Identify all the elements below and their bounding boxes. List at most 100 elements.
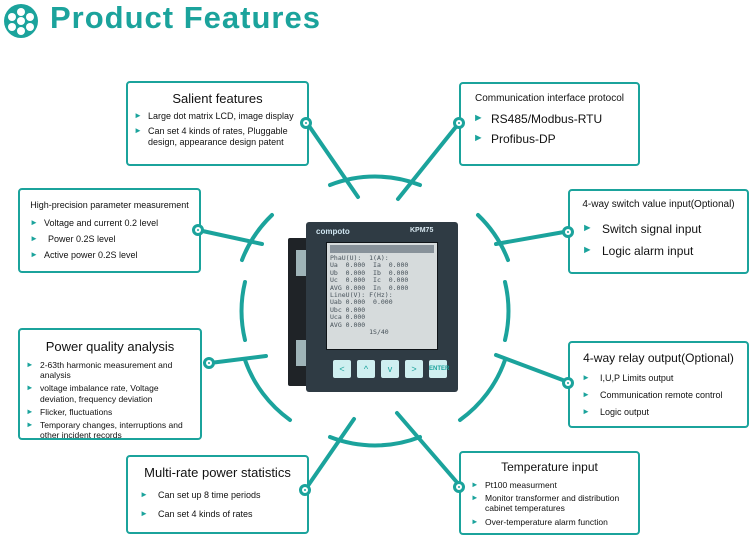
arrow-right-icon: ► (26, 419, 34, 429)
arrow-right-icon: ► (582, 389, 591, 399)
connector-precision (196, 228, 264, 246)
list-item: ►Communication remote control (582, 389, 723, 400)
connector-dot (562, 377, 574, 389)
box-title: High-precision parameter measurement (30, 200, 189, 210)
list-item: ►Over-temperature alarm function (471, 516, 608, 527)
connector-temp (395, 411, 463, 489)
right-key[interactable]: > (405, 360, 423, 378)
list-item: ►Pt100 measurment (471, 480, 557, 490)
connector-salient (305, 121, 360, 199)
lcd-screen: PhaU(U): 1(A): Ua 0.000 Ia 0.000 Ub 0.00… (326, 242, 438, 350)
list-item: ►Voltage and current 0.2 level (30, 218, 159, 228)
arrow-right-icon: ► (30, 218, 39, 227)
arrow-right-icon: ► (471, 480, 479, 489)
arc-right (503, 280, 511, 342)
list-item: ►Can set 4 kinds of rates, Pluggable des… (134, 125, 288, 147)
device-brand: compoto (316, 227, 350, 236)
connector-quality (208, 354, 268, 365)
list-item: ►Can set 4 kinds of rates (140, 508, 253, 519)
connector-dot (203, 357, 215, 369)
up-key[interactable]: ^ (357, 360, 375, 378)
lcd-line: Ub 0.000 Ib 0.000 (330, 268, 409, 277)
enter-key[interactable]: ENTER (429, 360, 449, 378)
connector-dot (300, 117, 312, 129)
list-item: ►Flicker, fluctuations (26, 406, 113, 417)
arc-bottom-left (243, 358, 292, 422)
connector-relay (494, 353, 570, 384)
box-title: Communication interface protocol (475, 93, 624, 104)
arrow-right-icon: ► (26, 360, 34, 369)
box-title: 4-way relay output(Optional) (583, 351, 734, 365)
lcd-line: 1S/40 (330, 328, 389, 337)
list-item: ►Logic alarm input (582, 244, 694, 259)
lcd-line: Uca 0.000 (330, 313, 366, 322)
device-model: KPM75 (410, 227, 434, 234)
arrow-right-icon: ► (582, 222, 593, 234)
box-high-precision: High-precision parameter measurement ►Vo… (18, 188, 201, 273)
box-title: 4-way switch value input(Optional) (582, 199, 735, 210)
list-item: ►Monitor transformer and distribution ca… (471, 493, 620, 514)
list-item: ►Switch signal input (582, 222, 702, 236)
lcd-header-bar (330, 245, 434, 253)
connector-dot (192, 224, 204, 236)
list-item: ►Profibus-DP (473, 132, 556, 147)
arrow-right-icon: ► (30, 249, 39, 259)
box-power-quality: Power quality analysis ►2-63th harmonic … (18, 328, 202, 440)
connector-dot (453, 481, 465, 493)
arrow-right-icon: ► (26, 383, 34, 393)
list-item: ►Power 0.2S level (30, 233, 116, 244)
list-item: ►Temporary changes, interruptions and ot… (26, 419, 183, 441)
connector-comm (396, 121, 461, 201)
list-item: ►Can set up 8 time periods (140, 490, 261, 500)
arrow-right-icon: ► (140, 490, 149, 499)
box-relay-output: 4-way relay output(Optional) ►I,U,P Limi… (568, 341, 749, 428)
device-image: compoto KPM75 PhaU(U): 1(A): Ua 0.000 Ia… (288, 220, 460, 395)
arrow-right-icon: ► (134, 125, 143, 135)
lcd-line: AVG 0.000 (330, 320, 366, 329)
list-item: ►Logic output (582, 406, 650, 417)
arrow-right-icon: ► (473, 132, 484, 145)
device-keypad: < ^ v > ENTER (333, 360, 453, 380)
box-title: Salient features (172, 91, 263, 106)
arc-bottom-right (458, 358, 507, 422)
page-title: Product Features (50, 0, 321, 35)
header: Product Features (0, 0, 750, 44)
arrow-right-icon: ► (471, 516, 479, 526)
arc-bottom (328, 435, 422, 448)
list-item: ►Large dot matrix LCD, image display (134, 111, 294, 121)
flower-dots-logo-icon (4, 4, 38, 38)
box-temperature: Temperature input ►Pt100 measurment ►Mon… (459, 451, 640, 535)
arrow-right-icon: ► (582, 373, 591, 382)
arrow-right-icon: ► (471, 493, 479, 503)
list-item: ►RS485/Modbus-RTU (473, 112, 603, 126)
left-key[interactable]: < (333, 360, 351, 378)
arrow-right-icon: ► (473, 112, 484, 124)
arrow-right-icon: ► (134, 111, 143, 120)
arrow-right-icon: ► (30, 233, 39, 243)
box-communication: Communication interface protocol ►RS485/… (459, 82, 640, 166)
box-title: Multi-rate power statistics (144, 465, 291, 480)
arc-top-left (240, 213, 274, 262)
down-key[interactable]: v (381, 360, 399, 378)
box-title: Power quality analysis (45, 339, 175, 354)
arc-left (239, 280, 247, 342)
list-item: ►Active power 0.2S level (30, 249, 138, 260)
box-multi-rate: Multi-rate power statistics ►Can set up … (126, 455, 309, 534)
list-item: ►I,U,P Limits output (582, 373, 674, 383)
device-clip (296, 340, 306, 366)
arrow-right-icon: ► (582, 244, 593, 257)
connector-dot (562, 226, 574, 238)
box-title: Temperature input (501, 460, 598, 474)
lcd-line: Uc 0.000 Ic 0.000 (330, 276, 409, 285)
list-item: ►voltage imbalance rate, Voltage deviati… (26, 383, 159, 404)
arc-top-right (476, 213, 510, 262)
lcd-line: Uab 0.000 0.000 (330, 298, 393, 307)
lcd-line: Ubc 0.000 (330, 305, 366, 314)
lcd-line: AVG 0.000 In 0.000 (330, 283, 409, 292)
connector-dot (299, 484, 311, 496)
box-switch-input: 4-way switch value input(Optional) ►Swit… (568, 189, 749, 274)
lcd-line: PhaU(U): 1(A): (330, 254, 389, 262)
arrow-right-icon: ► (582, 406, 591, 416)
box-salient-features: Salient features ►Large dot matrix LCD, … (126, 81, 309, 166)
